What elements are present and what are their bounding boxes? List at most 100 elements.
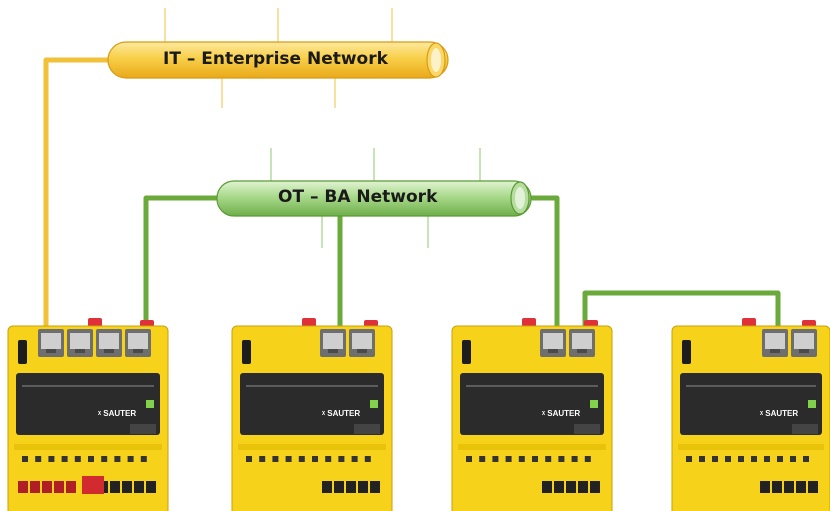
terminal-screw bbox=[35, 456, 42, 462]
terminal-screw bbox=[558, 456, 565, 462]
terminal-screw bbox=[699, 456, 705, 462]
bottom-connector bbox=[346, 481, 356, 493]
info-block bbox=[574, 424, 600, 434]
it-cable bbox=[43, 57, 110, 338]
terminal-strip bbox=[678, 444, 824, 450]
brand-logo: ᵡ SAUTER bbox=[541, 409, 580, 418]
terminal-screw bbox=[298, 456, 305, 462]
bottom-connector bbox=[566, 481, 576, 493]
port-latch bbox=[799, 349, 809, 353]
terminal-screw bbox=[22, 456, 28, 462]
bottom-connector bbox=[134, 481, 144, 493]
terminal-screw bbox=[364, 456, 371, 462]
terminal-strip bbox=[14, 444, 162, 450]
bottom-connector bbox=[18, 481, 28, 493]
terminal-screw bbox=[48, 456, 55, 462]
port-latch bbox=[75, 349, 85, 353]
bottom-connector bbox=[370, 481, 380, 493]
port-jack bbox=[765, 333, 785, 349]
ot-network-pipe bbox=[216, 180, 532, 217]
port-jack bbox=[543, 333, 563, 349]
it-network-pipe bbox=[107, 41, 449, 79]
terminal-screw bbox=[738, 456, 744, 462]
status-led bbox=[370, 400, 378, 408]
terminal-screw bbox=[61, 456, 68, 462]
brand-logo: ᵡ SAUTER bbox=[321, 409, 360, 418]
terminal-screw bbox=[790, 456, 796, 462]
terminal-screw bbox=[246, 456, 252, 462]
port-latch bbox=[328, 349, 338, 353]
terminal-strip bbox=[238, 444, 386, 450]
info-block bbox=[130, 424, 156, 434]
terminal-screw bbox=[518, 456, 525, 462]
terminal-screw bbox=[74, 456, 81, 462]
port-latch bbox=[133, 349, 143, 353]
bottom-connector bbox=[30, 481, 40, 493]
device-panel bbox=[680, 373, 822, 435]
port-latch bbox=[770, 349, 780, 353]
status-led bbox=[590, 400, 598, 408]
bottom-connector bbox=[334, 481, 344, 493]
device-panel bbox=[240, 373, 384, 435]
port-jack bbox=[352, 333, 372, 349]
terminal-strip bbox=[458, 444, 606, 450]
terminal-screw bbox=[114, 456, 121, 462]
bottom-connector bbox=[554, 481, 564, 493]
ot-network-label: OT – BA Network bbox=[278, 187, 438, 207]
it-branch-stubs bbox=[164, 8, 393, 108]
brand-logo: ᵡ SAUTER bbox=[97, 409, 136, 418]
it-network-label: IT – Enterprise Network bbox=[163, 49, 388, 69]
status-led bbox=[808, 400, 816, 408]
terminal-screw bbox=[505, 456, 512, 462]
port-jack bbox=[323, 333, 343, 349]
terminal-screw bbox=[532, 456, 538, 462]
port-latch bbox=[548, 349, 558, 353]
terminal-screw bbox=[312, 456, 318, 462]
terminal-screw bbox=[259, 456, 266, 462]
terminal-screw bbox=[777, 456, 783, 462]
terminal-screw bbox=[140, 456, 147, 462]
terminal-screw bbox=[127, 456, 134, 462]
bottom-connector bbox=[784, 481, 794, 493]
bottom-connector bbox=[54, 481, 64, 493]
device-controller-4: ᵡ SAUTER bbox=[671, 318, 830, 511]
device-controller-3: ᵡ SAUTER bbox=[451, 318, 613, 511]
bottom-connector bbox=[760, 481, 770, 493]
terminal-screw bbox=[545, 456, 552, 462]
bottom-connector bbox=[122, 481, 132, 493]
device-latch bbox=[462, 340, 471, 364]
terminal-screw bbox=[492, 456, 499, 462]
terminal-screw bbox=[351, 456, 358, 462]
port-jack bbox=[99, 333, 119, 349]
bottom-connector bbox=[322, 481, 332, 493]
terminal-screw bbox=[88, 456, 94, 462]
terminal-screw bbox=[571, 456, 578, 462]
bottom-connector bbox=[42, 481, 52, 493]
ot-branch-stubs bbox=[270, 148, 481, 248]
bottom-connector bbox=[590, 481, 600, 493]
terminal-screw bbox=[325, 456, 332, 462]
device-latch bbox=[242, 340, 251, 364]
bottom-connector bbox=[578, 481, 588, 493]
terminal-screw bbox=[751, 456, 757, 462]
port-latch bbox=[104, 349, 114, 353]
device-controller-2: ᵡ SAUTER bbox=[231, 318, 393, 511]
terminal-screw bbox=[338, 456, 345, 462]
device-panel bbox=[16, 373, 160, 435]
port-jack bbox=[572, 333, 592, 349]
bottom-connector bbox=[796, 481, 806, 493]
bottom-connector bbox=[358, 481, 368, 493]
terminal-screw bbox=[584, 456, 591, 462]
port-latch bbox=[46, 349, 56, 353]
bottom-connector bbox=[772, 481, 782, 493]
red-connector bbox=[82, 476, 104, 494]
info-block bbox=[354, 424, 380, 434]
device-panel bbox=[460, 373, 604, 435]
bottom-connector bbox=[542, 481, 552, 493]
terminal-screw bbox=[101, 456, 108, 462]
info-block bbox=[792, 424, 818, 434]
status-led bbox=[146, 400, 154, 408]
bottom-connector bbox=[110, 481, 120, 493]
ot-cables bbox=[143, 195, 781, 338]
